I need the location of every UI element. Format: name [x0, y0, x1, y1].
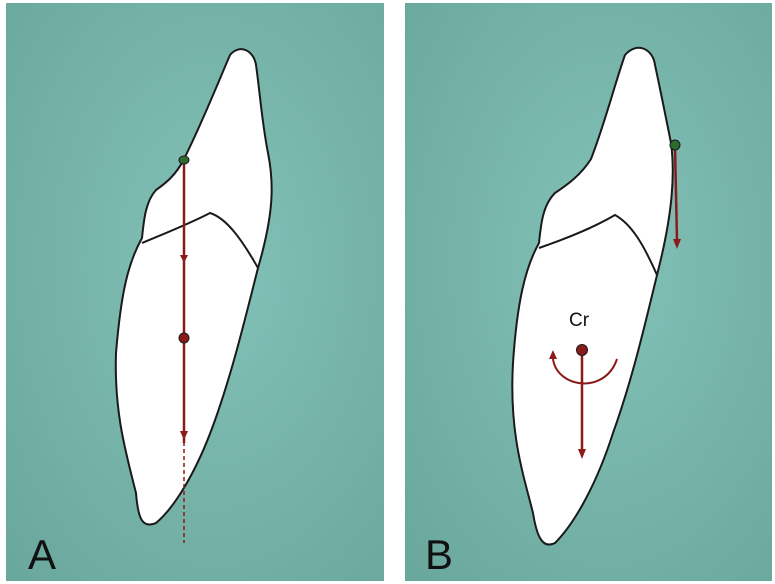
panel-letter: B [425, 531, 453, 578]
contact-point [179, 156, 189, 164]
panel-b: Cr B [405, 3, 772, 581]
center-of-resistance [577, 345, 588, 356]
panel-a: A [6, 3, 384, 581]
contact-point [670, 140, 680, 150]
cr-label: Cr [569, 310, 590, 331]
panel-a-diagram: A [6, 3, 384, 581]
panel-letter: A [28, 531, 56, 578]
center-point [179, 333, 189, 343]
panel-b-diagram: Cr B [405, 3, 772, 581]
